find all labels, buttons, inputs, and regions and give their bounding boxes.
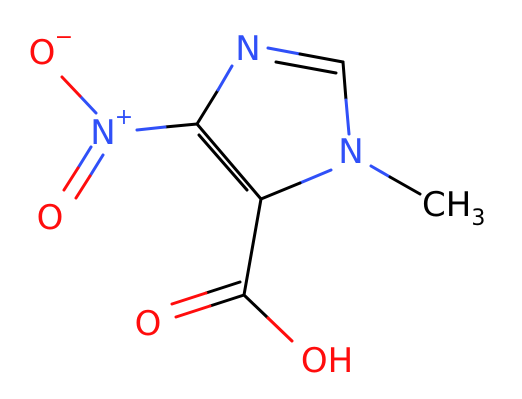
bond-nnitro-obottom-nitrogen-1 <box>76 145 93 170</box>
carboxyl-bonds <box>170 197 294 343</box>
bond-c4-n3-nitrogen <box>216 64 234 92</box>
bond-c5-c4-inner <box>197 133 249 192</box>
bond-n3-c2-carbon <box>298 52 345 64</box>
bond-nnitro-obottom-oxygen-1 <box>62 166 80 192</box>
bond-n3-c2-inner <box>274 60 338 75</box>
bond-c4-n3-carbon <box>195 88 220 126</box>
atom-o-carbonyl: O <box>135 304 162 344</box>
bond-c2-n1-carbon <box>341 60 348 102</box>
bond-nnitro-otop-nitrogen <box>78 94 98 115</box>
bond-nnitro-obottom-oxygen-2 <box>74 174 92 200</box>
bond-ccooh-o-carbon-2 <box>204 280 242 295</box>
bond-nnitro-obottom-nitrogen-2 <box>88 153 105 178</box>
atom-labels: N N N + O − O O OH CH3 <box>29 25 486 381</box>
charge-o-nitro-top: − <box>55 25 73 50</box>
atom-oh: OH <box>301 341 353 381</box>
nitro-bonds <box>60 75 199 200</box>
atom-o-nitro-top: O <box>29 33 56 73</box>
atom-methyl: CH3 <box>422 185 485 231</box>
atom-o-nitro-bottom: O <box>37 198 64 238</box>
bond-n1-methyl-nitrogen <box>369 164 392 179</box>
bond-ccooh-o-oxygen-1 <box>174 304 212 319</box>
bond-ccooh-o-oxygen-2 <box>170 291 208 306</box>
bond-c2-n1-nitrogen <box>344 98 351 136</box>
methyl-subscript: 3 <box>471 206 485 231</box>
bond-c5-ccooh <box>242 197 263 297</box>
bond-ccooh-o-carbon-1 <box>208 293 246 308</box>
ring-bonds <box>195 46 351 201</box>
bond-c5-c4-outer <box>195 122 263 201</box>
bond-c4-nnitro-nitrogen <box>135 125 167 132</box>
bond-n1-c5-nitrogen <box>298 168 333 185</box>
bond-n3-c2-nitrogen <box>266 46 302 56</box>
bond-nnitro-otop-oxygen <box>60 75 82 98</box>
atom-n-nitro: N <box>90 113 115 153</box>
methyl-ch: CH <box>422 185 471 225</box>
bond-n1-methyl-carbon <box>388 175 422 196</box>
charge-n-nitro: + <box>115 105 133 130</box>
atom-n1: N <box>338 132 363 172</box>
bond-c4-nnitro-carbon <box>163 122 199 129</box>
bond-ccooh-oh-carbon <box>242 293 270 320</box>
atom-n3: N <box>235 29 260 69</box>
bond-n1-c5-carbon <box>259 181 302 201</box>
methyl-bond <box>369 164 422 196</box>
bond-ccooh-oh-oxygen <box>266 316 294 343</box>
